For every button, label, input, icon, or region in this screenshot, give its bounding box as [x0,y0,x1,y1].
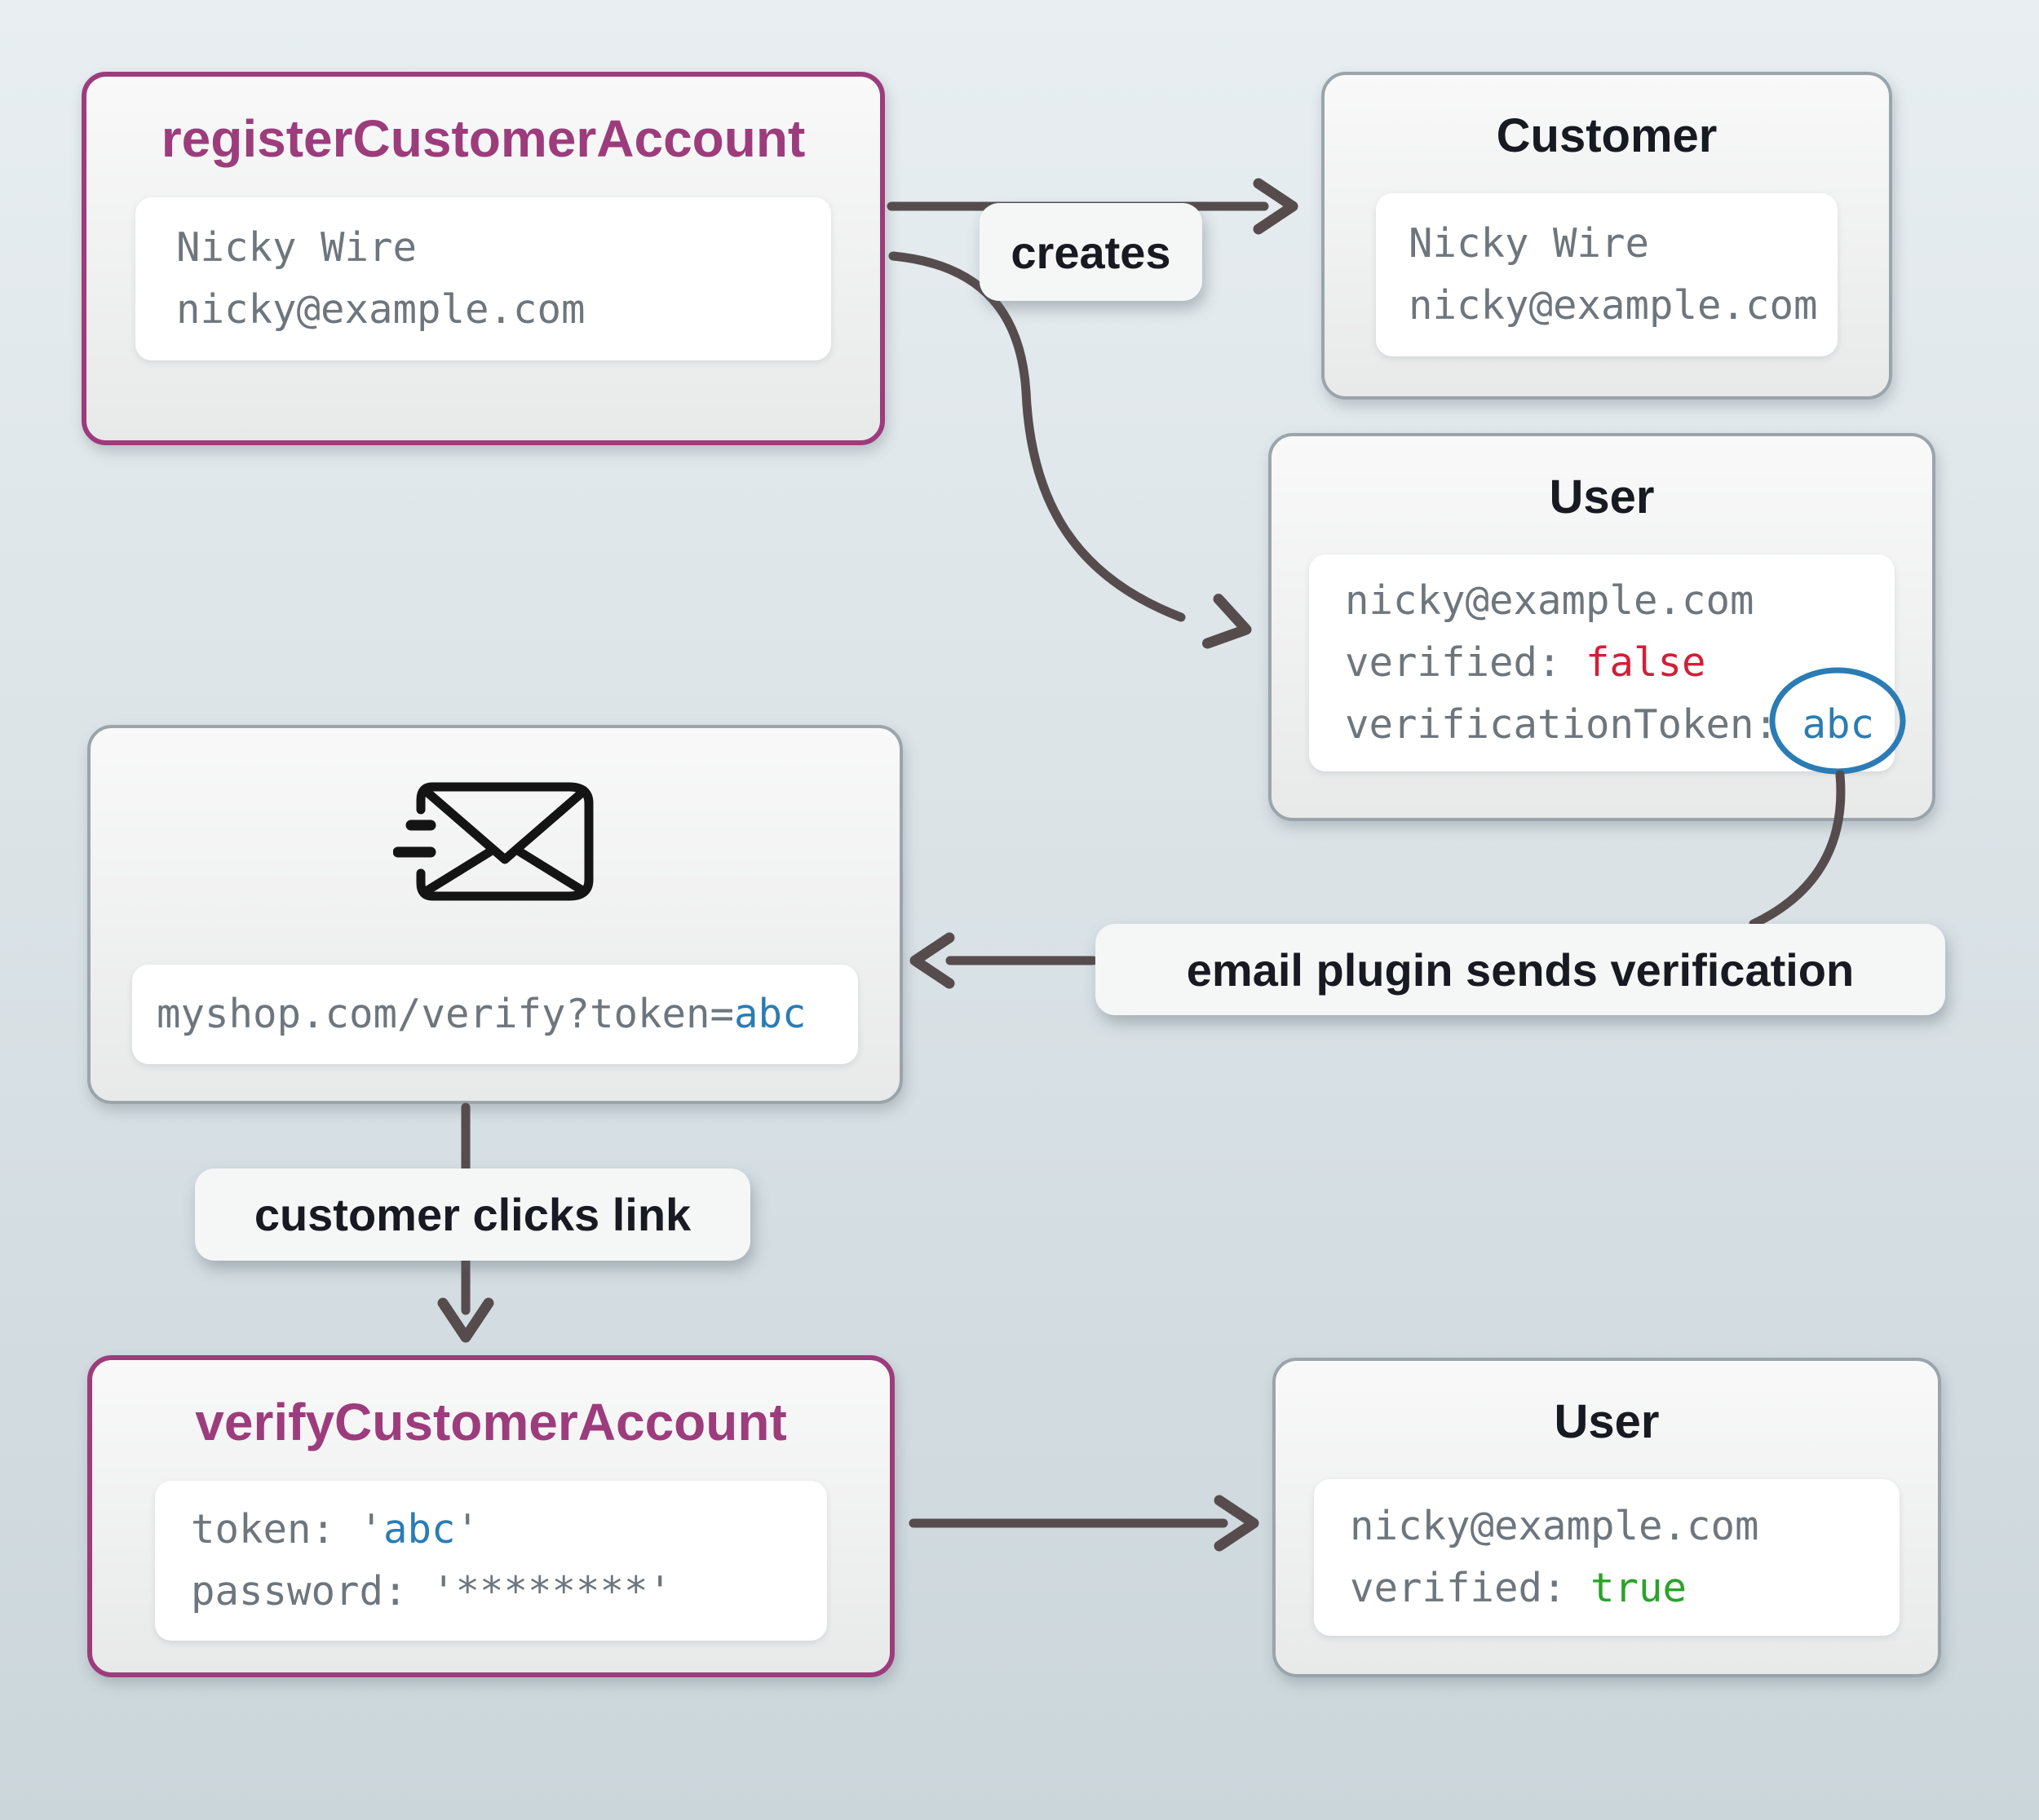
verified-value-false: false [1586,638,1706,686]
node-title: Customer [1496,109,1718,162]
user-email-value: nicky@example.com [1345,576,1754,624]
node-title: registerCustomerAccount [161,109,806,168]
token-open-quote: ' [359,1505,384,1553]
code-box: Nicky Wire nicky@example.com [135,197,831,360]
token-label: token: [191,1505,360,1553]
verified-label: verified: [1350,1564,1591,1611]
arrowhead-icon [1214,1495,1259,1552]
edge-label-email-plugin: email plugin sends verification [1095,924,1945,1015]
node-title: verifyCustomerAccount [195,1393,787,1451]
verified-label: verified: [1345,638,1586,686]
edge-label-creates: creates [980,203,1202,301]
code-box: Nicky Wire nicky@example.com [1376,192,1838,356]
node-register-customer-account: registerCustomerAccount Nicky Wire nicky… [82,72,885,445]
url-prefix: myshop.com/verify?token= [157,991,735,1037]
customer-name-value: Nicky Wire [176,223,418,271]
arrowhead-icon [1253,178,1298,235]
user-verified-line: verified: false [1345,632,1878,694]
token-value: abc [1802,700,1875,748]
node-title: User [1549,470,1655,523]
verified-value-true: true [1590,1564,1687,1611]
url-token-value: abc [734,991,807,1037]
code-box: nicky@example.com verified: true [1314,1478,1900,1636]
user-verified-line: verified: true [1350,1557,1883,1619]
send-email-icon [392,782,594,901]
arrow-register-to-user [888,251,1186,622]
token-line: token: 'abc' [191,1499,811,1561]
user-token-line: verificationToken: abc [1345,694,1878,756]
icon-wrap [91,780,900,903]
arrowhead-icon [437,1297,494,1343]
token-close-quote: ' [455,1505,480,1553]
token-value: abc [383,1505,456,1553]
arrowhead-icon [1201,594,1252,649]
customer-email-value: nicky@example.com [176,285,586,333]
customer-name-value: Nicky Wire [1409,219,1650,267]
node-verification-email: myshop.com/verify?token=abc [87,725,903,1104]
edge-label-text: email plugin sends verification [1186,943,1855,996]
code-box: token: 'abc' password: '********' [155,1480,827,1641]
edge-label-text: creates [1011,226,1171,278]
code-box: nicky@example.com verified: false verifi… [1309,554,1895,771]
node-user-verified: User nicky@example.com verified: true [1272,1358,1941,1677]
password-value: '********' [431,1567,673,1615]
verification-url: myshop.com/verify?token=abc [157,983,842,1045]
edge-label-customer-clicks: customer clicks link [195,1168,750,1261]
node-customer: Customer Nicky Wire nicky@example.com [1321,72,1892,400]
user-email-value: nicky@example.com [1350,1502,1759,1549]
arrowhead-icon [909,932,955,989]
token-label: verificationToken: [1345,700,1802,748]
node-verify-customer-account: verifyCustomerAccount token: 'abc' passw… [87,1355,895,1677]
customer-email-value: nicky@example.com [1409,281,1818,329]
node-user-unverified: User nicky@example.com verified: false v… [1268,433,1935,821]
code-box: myshop.com/verify?token=abc [132,965,858,1064]
node-title: User [1554,1395,1660,1448]
edge-label-text: customer clicks link [254,1189,692,1240]
password-line: password: '********' [191,1561,811,1623]
password-label: password: [191,1567,432,1615]
